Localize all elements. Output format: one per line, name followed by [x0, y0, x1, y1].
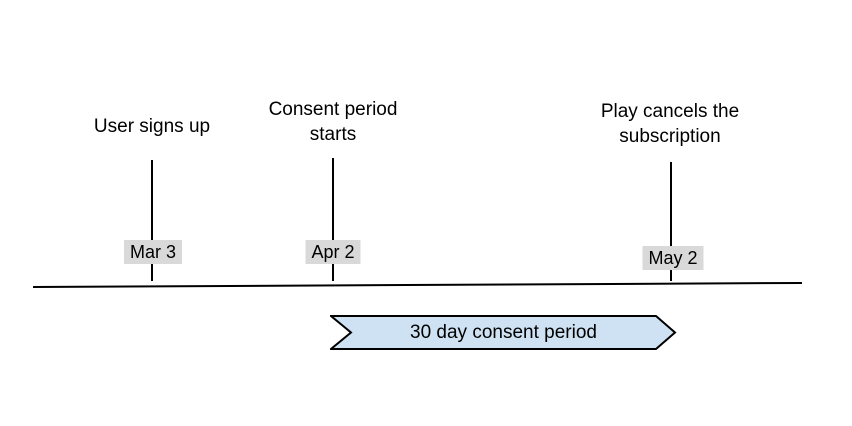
event-marker-line-apr2 [332, 158, 334, 281]
event-title-user-signs-up: User signs up [93, 116, 211, 137]
event-title-consent-period-starts: Consent period starts [268, 99, 398, 145]
consent-period-banner-shape [330, 315, 677, 350]
event-marker-line-may2 [670, 162, 672, 281]
event-marker-line-mar3 [151, 160, 153, 281]
chevron-ribbon-icon [330, 315, 677, 350]
consent-period-banner-label: 30 day consent period [410, 321, 597, 343]
event-title-play-cancels-subscription: Play cancels the subscription [600, 101, 740, 147]
event-date-chip-apr2: Apr 2 [305, 240, 361, 264]
timeline-axis [32, 281, 802, 288]
event-date-chip-mar3: Mar 3 [123, 240, 183, 264]
event-date-chip-may2: May 2 [642, 246, 704, 270]
